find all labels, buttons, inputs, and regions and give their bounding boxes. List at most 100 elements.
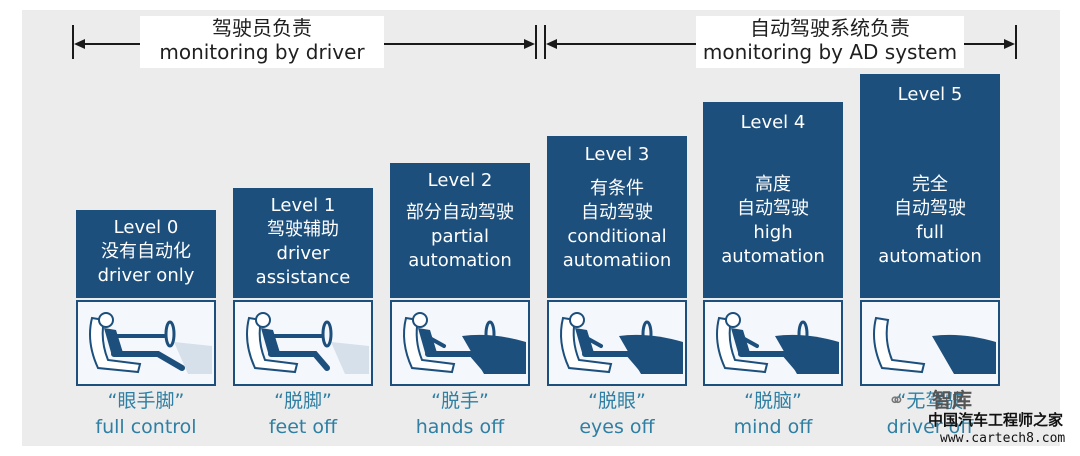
level-4-description: 高度 自动驾驶 high automation — [703, 173, 843, 269]
driver-arm — [581, 334, 603, 348]
steering-wheel — [484, 320, 496, 348]
level-4-desc-line: automation — [721, 246, 825, 267]
driver-torso — [261, 328, 281, 356]
level-3-caption-zh: “脱眼” — [588, 390, 646, 412]
system-arrow-left-head — [546, 39, 557, 49]
level-0-caption-zh: “眼手脚” — [107, 390, 185, 412]
level-3-desc-line: 自动驾驶 — [581, 202, 653, 223]
driver-arm — [737, 334, 759, 348]
driver-arrow-right-head — [524, 39, 535, 49]
level-3-desc-line: automatiion — [562, 250, 672, 271]
driver-legs — [111, 351, 185, 371]
driver-torso — [575, 328, 595, 356]
level-1-title: Level 1 — [270, 195, 336, 216]
level-2-caption-en: hands off — [415, 416, 505, 438]
level-1-caption-en: feet off — [268, 416, 338, 438]
system-arrow-right-head — [1004, 39, 1015, 49]
seat-shape — [560, 316, 613, 374]
seat-shape — [89, 316, 142, 374]
level-5-caption-zh: “无驾驶 — [896, 390, 964, 412]
driver-feet-off-icon-drawing — [246, 312, 369, 374]
empty-seat-icon — [860, 300, 1000, 386]
empty-seat-icon-drawing — [873, 316, 996, 374]
level-0-desc-line: driver only — [97, 265, 195, 286]
driver-hands-feet-icon — [76, 300, 216, 386]
level-2-desc-line: partial — [431, 226, 489, 247]
steering-wheel — [164, 320, 176, 348]
driver-arrow-end-tick — [535, 25, 537, 59]
driver-torso — [731, 328, 751, 356]
level-0-caption-en: full control — [95, 416, 197, 438]
driver-hands-off-icon — [390, 300, 530, 386]
level-1-desc-line: driver — [276, 243, 330, 264]
level-5-desc-line: full — [916, 222, 944, 243]
driver-legs — [268, 351, 330, 371]
level-4-title: Level 4 — [740, 112, 806, 133]
dashboard-shape — [174, 342, 212, 374]
level-1-desc-line: assistance — [255, 267, 351, 288]
driver-monitoring-zh: 驾驶员负责 — [212, 16, 312, 40]
level-4-caption-zh: “脱脑” — [744, 390, 802, 412]
driver-head — [255, 312, 271, 328]
dashboard-shape — [619, 334, 683, 374]
level-5-box: Level 5 完全 自动驾驶 full automation — [860, 74, 1000, 298]
level-0-title: Level 0 — [113, 217, 179, 238]
level-4-desc-line: 高度 — [755, 174, 791, 195]
seat-shape — [873, 316, 926, 374]
level-2-desc-line: 部分自动驾驶 — [406, 202, 514, 223]
seat-shape — [403, 316, 456, 374]
driver-legs — [425, 351, 487, 371]
level-5-desc-line: 自动驾驶 — [894, 198, 966, 219]
level-0-description: 没有自动化 driver only — [76, 240, 216, 288]
level-2-desc-line: automation — [408, 250, 512, 271]
driver-legs — [738, 351, 800, 371]
driver-head — [98, 312, 114, 328]
driver-arm — [424, 334, 446, 348]
level-4-desc-line: 自动驾驶 — [737, 198, 809, 219]
driver-arrow-left-head — [74, 39, 85, 49]
driver-eyes-off-icon-drawing — [560, 312, 683, 374]
dashboard-shape — [775, 334, 839, 374]
dashboard-shape — [331, 342, 369, 374]
level-2-title: Level 2 — [427, 170, 493, 191]
dashboard-shape — [932, 334, 996, 374]
level-1-description: 驾驶辅助 driver assistance — [233, 218, 373, 290]
level-3-caption: “脱眼” eyes off — [541, 388, 693, 440]
driver-torso — [418, 328, 438, 356]
system-monitoring-en: monitoring by AD system — [702, 40, 958, 64]
level-0-desc-line: 没有自动化 — [101, 241, 191, 262]
level-5-title: Level 5 — [897, 84, 963, 105]
seat-shape — [246, 316, 299, 374]
system-arrow-start-tick — [544, 25, 546, 59]
watermark-name: 智库 — [932, 388, 972, 412]
wechat-icon: ⚭ — [888, 388, 905, 412]
level-2-description: 部分自动驾驶 partial automation — [390, 201, 530, 273]
level-1-desc-line: 驾驶辅助 — [267, 219, 339, 240]
level-5-caption: “无驾驶 driver off — [854, 388, 1006, 440]
level-1-caption-zh: “脱脚” — [274, 390, 332, 412]
watermark-site-name: 中国汽车工程师之家 — [928, 411, 1064, 429]
steering-wheel — [321, 320, 333, 348]
system-arrow-end-tick — [1015, 25, 1017, 59]
level-5-caption-en: driver off — [886, 416, 974, 438]
system-monitoring-label: 自动驾驶系统负责 monitoring by AD system — [696, 16, 964, 68]
level-5-desc-line: 完全 — [912, 174, 948, 195]
watermark-url: www.cartech8.com — [940, 431, 1066, 446]
level-3-desc-line: 有条件 — [590, 178, 644, 199]
level-1-box: Level 1 驾驶辅助 driver assistance — [233, 188, 373, 298]
level-3-caption-en: eyes off — [579, 416, 655, 438]
level-3-desc-line: conditional — [567, 226, 667, 247]
level-5-description: 完全 自动驾驶 full automation — [860, 173, 1000, 269]
driver-eyes-off-icon — [547, 300, 687, 386]
steering-wheel — [797, 320, 809, 348]
level-0-box: Level 0 没有自动化 driver only — [76, 210, 216, 298]
level-1-caption: “脱脚” feet off — [227, 388, 379, 440]
watermark: ⚭ 智库 中国汽车工程师之家 www.cartech8.com — [888, 388, 1076, 450]
driver-hands-off-icon-drawing — [403, 312, 526, 374]
level-4-box: Level 4 高度 自动驾驶 high automation — [703, 102, 843, 298]
dashboard-shape — [462, 334, 526, 374]
driver-mind-off-icon-drawing — [716, 312, 839, 374]
level-3-title: Level 3 — [584, 144, 650, 165]
driver-torso — [104, 328, 124, 356]
